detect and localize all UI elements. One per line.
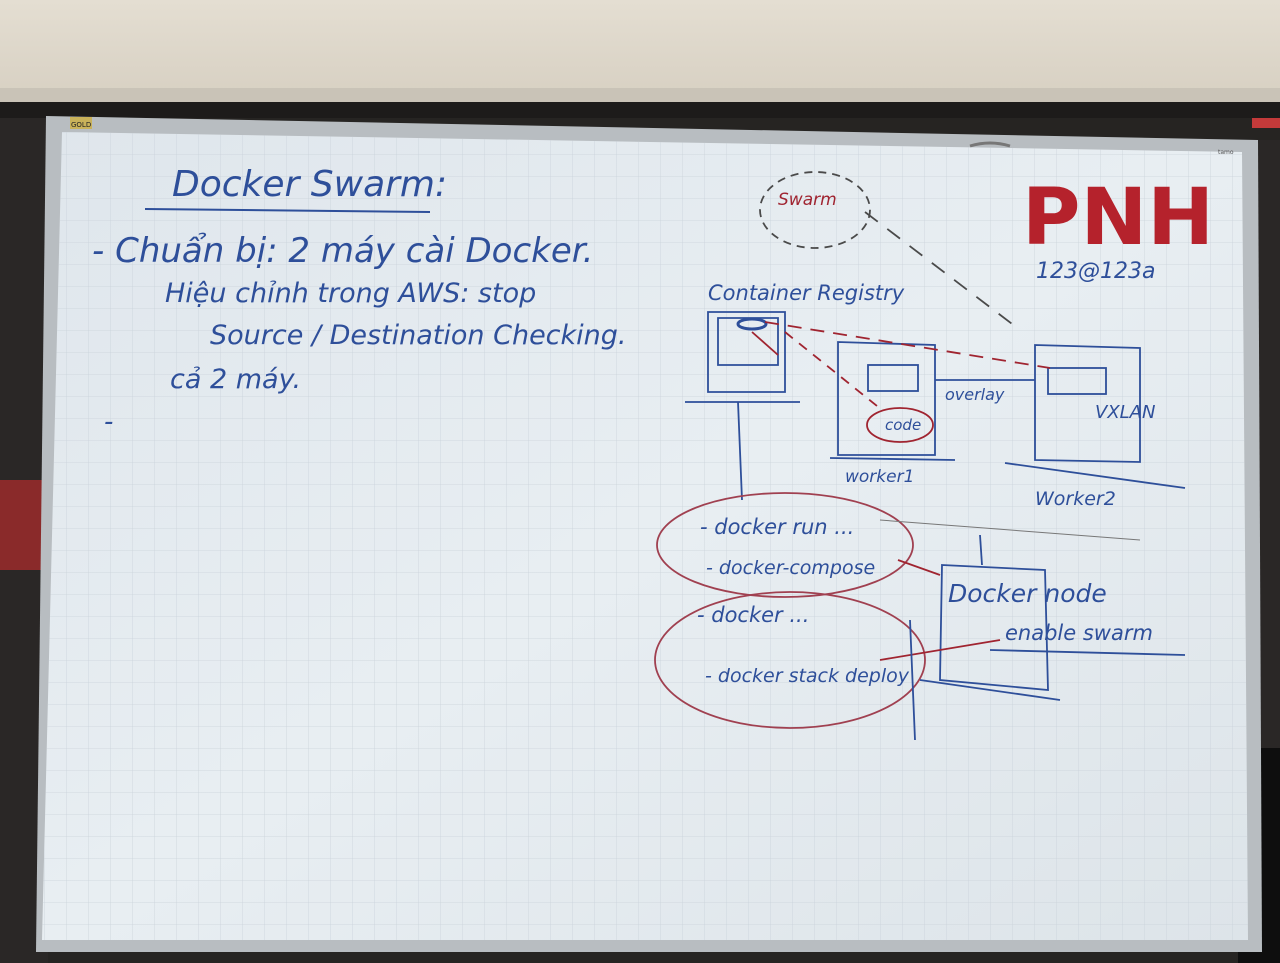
worker2-container	[1047, 367, 1107, 395]
board-brand-text: GOLD	[71, 121, 91, 129]
registry-pull-arrow	[751, 331, 779, 356]
worker1-container	[867, 364, 919, 392]
stack-oval	[654, 591, 926, 729]
enable-swarm-label: enable swarm	[1005, 621, 1153, 645]
diagram-labels: Swarm Container Registry code overlay VX…	[697, 190, 1155, 687]
overlay-label: overlay	[945, 385, 1005, 404]
bracket-stroke	[909, 619, 916, 741]
deploy-arrow-2	[784, 331, 883, 411]
notes-line1: - Chuẩn bị: 2 máy cài Docker.	[92, 231, 593, 271]
worker2-box	[1004, 344, 1186, 489]
compose-oval	[656, 492, 914, 598]
notes: Docker Swarm: - Chuẩn bị: 2 máy cài Dock…	[92, 164, 627, 437]
vxlan-label: VXLAN	[1095, 402, 1155, 423]
title-underline	[144, 208, 431, 213]
board-corner-mark: tamo	[1218, 149, 1234, 156]
stack-arrow	[879, 639, 1001, 661]
swarm-diagram	[654, 171, 1186, 741]
notes-title: Docker Swarm:	[172, 164, 447, 205]
deploy-arrow-1	[764, 321, 1051, 369]
node-stem	[979, 534, 983, 566]
notes-line5: -	[104, 407, 113, 437]
registry-label: Container Registry	[708, 281, 905, 305]
enable-underline	[989, 649, 1186, 656]
registry-box	[685, 311, 800, 403]
docker-node-label: Docker node	[948, 579, 1107, 608]
logo-password: 123@123a	[1036, 259, 1155, 284]
cmd-stack: - docker stack deploy	[705, 665, 910, 687]
worker1-label: worker1	[845, 467, 914, 487]
worker2-label: Worker2	[1035, 488, 1116, 510]
whiteboard: GOLD tamo	[36, 116, 1262, 952]
swarm-label: Swarm	[778, 190, 837, 210]
board-brand-tag	[70, 117, 92, 129]
notes-line3: Source / Destination Checking.	[210, 320, 627, 351]
registry-stem	[737, 401, 743, 501]
cmd-docker: - docker ...	[697, 603, 809, 627]
notes-line2: Hiệu chỉnh trong AWS: stop	[165, 278, 536, 309]
image-scribble	[736, 317, 768, 331]
swarm-dashed-link	[864, 211, 1021, 331]
code-bubble	[866, 407, 934, 443]
code-label: code	[885, 416, 921, 434]
run-arrow	[897, 559, 941, 576]
cmd-compose: - docker-compose	[706, 557, 875, 579]
cmd-run: - docker run ...	[700, 515, 854, 539]
oval-divider	[879, 519, 1141, 541]
logo: PNH 123@123a	[1022, 173, 1214, 284]
notes-line4: cả 2 máy.	[170, 364, 301, 395]
swarm-bubble	[759, 171, 871, 249]
marker-tray-clip	[969, 141, 1011, 148]
docker-node-box	[919, 564, 1061, 701]
logo-text: PNH	[1022, 173, 1214, 263]
